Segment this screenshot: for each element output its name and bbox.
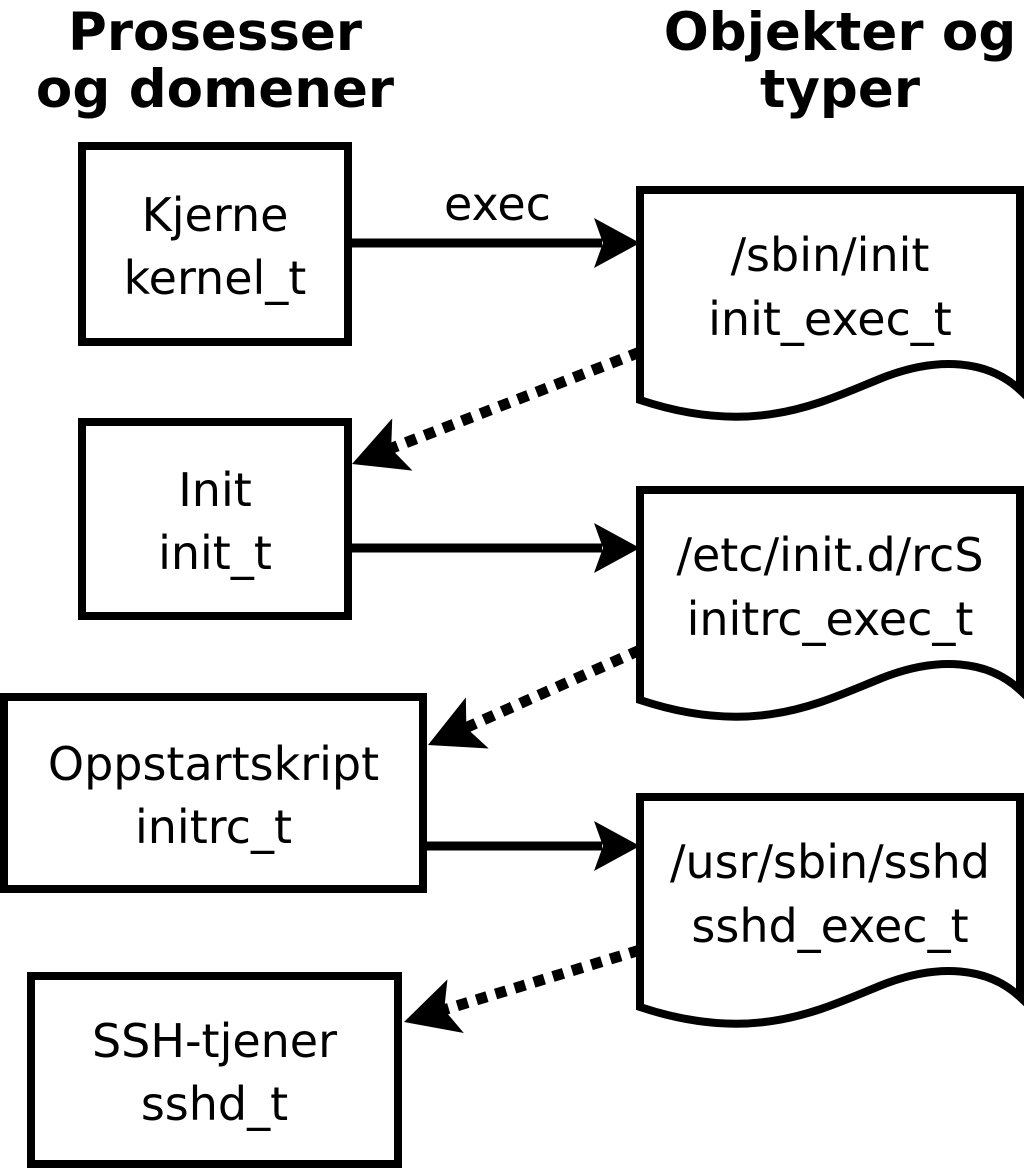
object-type: init_exec_t: [708, 291, 952, 346]
object-label: /usr/sbin/sshd sshd_exec_t: [644, 793, 1016, 994]
process-name: Init: [178, 463, 252, 517]
column-header-objects: Objekter og typer: [640, 4, 1024, 118]
exec-arrow-initrc-to-sshd-exec: [427, 821, 640, 871]
process-domain: sshd_t: [140, 1077, 289, 1131]
process-name: Oppstartskript: [47, 737, 380, 791]
object-type: initrc_exec_t: [686, 591, 974, 646]
process-name: SSH-tjener: [91, 1014, 338, 1068]
exec-arrow-init-to-initrc-exec: [352, 523, 640, 573]
process-box-initrc: Oppstartskript initrc_t: [0, 693, 427, 893]
process-domain: initrc_t: [135, 800, 292, 854]
object-path: /etc/init.d/rcS: [676, 527, 984, 582]
process-domain: kernel_t: [123, 251, 307, 305]
object-label: /etc/init.d/rcS initrc_exec_t: [644, 486, 1016, 687]
object-path: /sbin/init: [730, 227, 930, 282]
document-outline-icon: [636, 793, 1024, 1028]
exec-edge-label: exec: [444, 177, 551, 231]
process-domain: init_t: [158, 526, 272, 580]
transition-arrow-sshd-exec-to-sshd: [404, 944, 642, 1033]
column-header-processes-line1: Prosesser: [67, 2, 363, 63]
transition-arrow-init-exec-to-init: [352, 346, 642, 471]
process-name: Kjerne: [141, 188, 289, 242]
object-document-initrc-exec: /etc/init.d/rcS initrc_exec_t: [636, 486, 1024, 754]
column-header-processes: Prosesser og domener: [15, 4, 415, 118]
object-document-sshd-exec: /usr/sbin/sshd sshd_exec_t: [636, 793, 1024, 1061]
object-path: /usr/sbin/sshd: [670, 834, 990, 889]
process-box-sshd: SSH-tjener sshd_t: [27, 972, 402, 1168]
process-box-init: Init init_t: [78, 418, 352, 620]
object-document-init-exec: /sbin/init init_exec_t: [636, 186, 1024, 454]
transition-arrow-initrc-exec-to-initrc: [428, 644, 643, 749]
object-type: sshd_exec_t: [691, 898, 969, 953]
column-header-processes-line2: og domener: [35, 59, 395, 120]
document-outline-icon: [636, 186, 1024, 421]
column-header-objects-line2: typer: [760, 59, 920, 120]
exec-arrow-kernel-to-init-exec: [352, 218, 640, 268]
column-header-objects-line1: Objekter og: [663, 2, 1017, 63]
object-label: /sbin/init init_exec_t: [644, 186, 1016, 387]
process-box-kernel: Kjerne kernel_t: [78, 142, 352, 346]
document-outline-icon: [636, 486, 1024, 721]
